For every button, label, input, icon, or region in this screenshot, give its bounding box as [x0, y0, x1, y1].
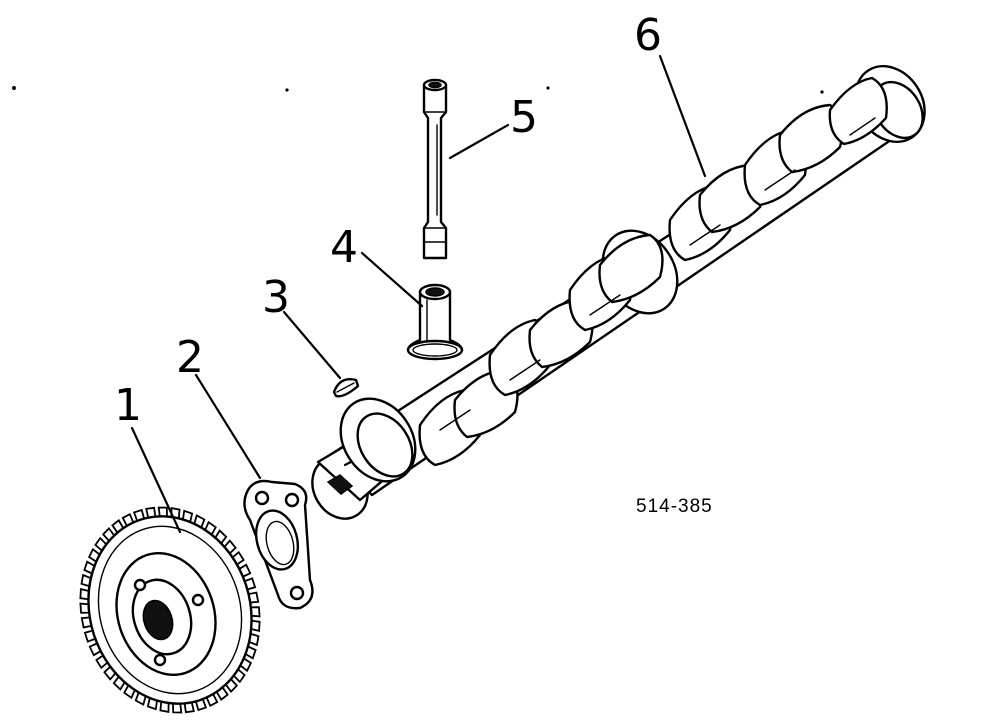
callout-3: 3: [262, 272, 290, 323]
leader-2: [194, 373, 262, 480]
push-rod: [422, 78, 448, 260]
camshaft-lobes: [418, 76, 888, 467]
leader-3: [282, 310, 342, 380]
camshaft-gear: [79, 506, 261, 714]
leader-lines: [130, 54, 707, 534]
callout-labels: 1 2 3 4 5 6: [114, 10, 662, 431]
scan-specks: [12, 86, 824, 94]
callout-4: 4: [330, 222, 358, 273]
woodruff-key: [332, 378, 360, 398]
callout-2: 2: [176, 332, 204, 383]
callout-5: 5: [510, 92, 538, 143]
camshaft-shading: [439, 117, 876, 431]
callout-6: 6: [634, 10, 662, 61]
callout-1: 1: [114, 380, 142, 431]
figure-reference-code: 514-385: [636, 496, 713, 517]
leader-4: [360, 251, 424, 308]
tappet: [406, 283, 464, 361]
leader-5: [448, 123, 510, 160]
leader-6: [658, 54, 707, 178]
leader-1: [130, 426, 182, 534]
thrust-plate: [243, 479, 314, 610]
camshaft: [311, 64, 926, 520]
